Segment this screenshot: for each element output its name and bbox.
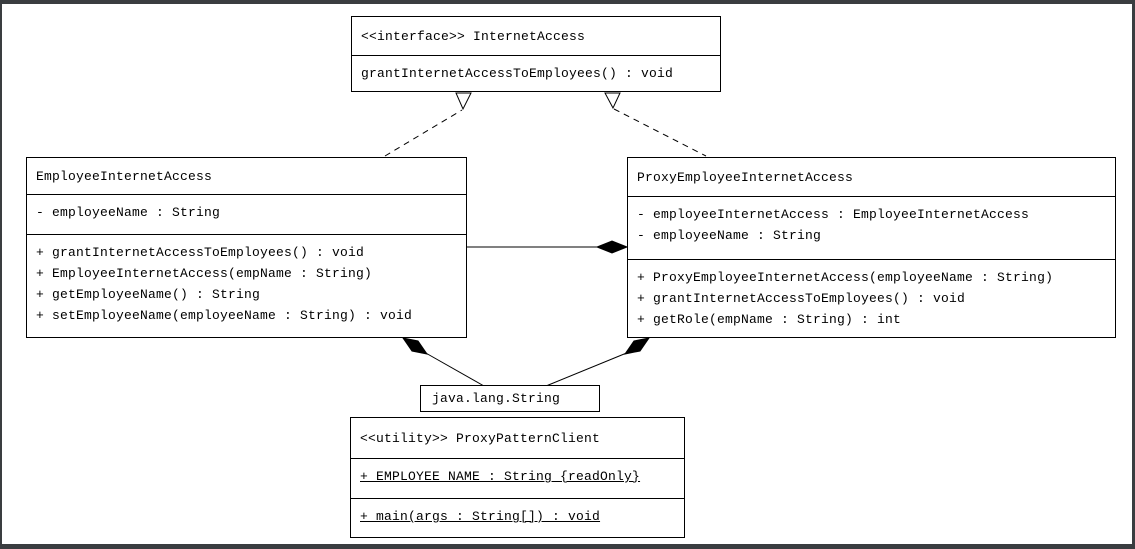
method-row: + getEmployeeName() : String — [36, 287, 261, 302]
class-title: java.lang.String — [432, 391, 561, 406]
field-row: - employeeInternetAccess : EmployeeInter… — [637, 207, 1030, 222]
class-title: EmployeeInternetAccess — [36, 168, 213, 184]
class-box-employeeinternetaccess[interactable]: EmployeeInternetAccess - employeeName : … — [26, 157, 467, 338]
methods-compartment: + ProxyEmployeeInternetAccess(employeeNa… — [628, 259, 1115, 337]
field-row: - employeeName : String — [36, 205, 221, 220]
class-title: ProxyEmployeeInternetAccess — [637, 169, 854, 185]
methods-compartment: + main(args : String[]) : void — [351, 498, 684, 537]
field-row: + EMPLOYEE_NAME : String {readOnly} — [360, 469, 641, 484]
class-box-proxypatternclient[interactable]: <<utility>> ProxyPatternClient + EMPLOYE… — [350, 417, 685, 538]
fields-compartment: - employeeName : String — [27, 194, 466, 234]
methods-compartment: grantInternetAccessToEmployees() : void — [352, 55, 720, 91]
class-box-proxyemployeeinternetaccess[interactable]: ProxyEmployeeInternetAccess - employeeIn… — [627, 157, 1116, 338]
class-title: <<utility>> ProxyPatternClient — [360, 430, 601, 446]
class-title: <<interface>> InternetAccess — [361, 28, 586, 44]
method-row: + EmployeeInternetAccess(empName : Strin… — [36, 266, 373, 281]
methods-compartment: + grantInternetAccessToEmployees() : voi… — [27, 234, 466, 337]
method-row: + getRole(empName : String) : int — [637, 312, 902, 327]
class-box-internetaccess[interactable]: <<interface>> InternetAccess grantIntern… — [351, 16, 721, 92]
method-row: + main(args : String[]) : void — [360, 509, 601, 524]
method-row: + ProxyEmployeeInternetAccess(employeeNa… — [637, 270, 1054, 285]
method-row: grantInternetAccessToEmployees() : void — [361, 66, 674, 81]
method-row: + grantInternetAccessToEmployees() : voi… — [36, 245, 365, 260]
method-row: + setEmployeeName(employeeName : String)… — [36, 308, 413, 323]
method-row: + grantInternetAccessToEmployees() : voi… — [637, 291, 966, 306]
fields-compartment: - employeeInternetAccess : EmployeeInter… — [628, 196, 1115, 259]
class-box-java-lang-string[interactable]: java.lang.String — [420, 385, 600, 412]
fields-compartment: + EMPLOYEE_NAME : String {readOnly} — [351, 458, 684, 498]
field-row: - employeeName : String — [637, 228, 822, 243]
